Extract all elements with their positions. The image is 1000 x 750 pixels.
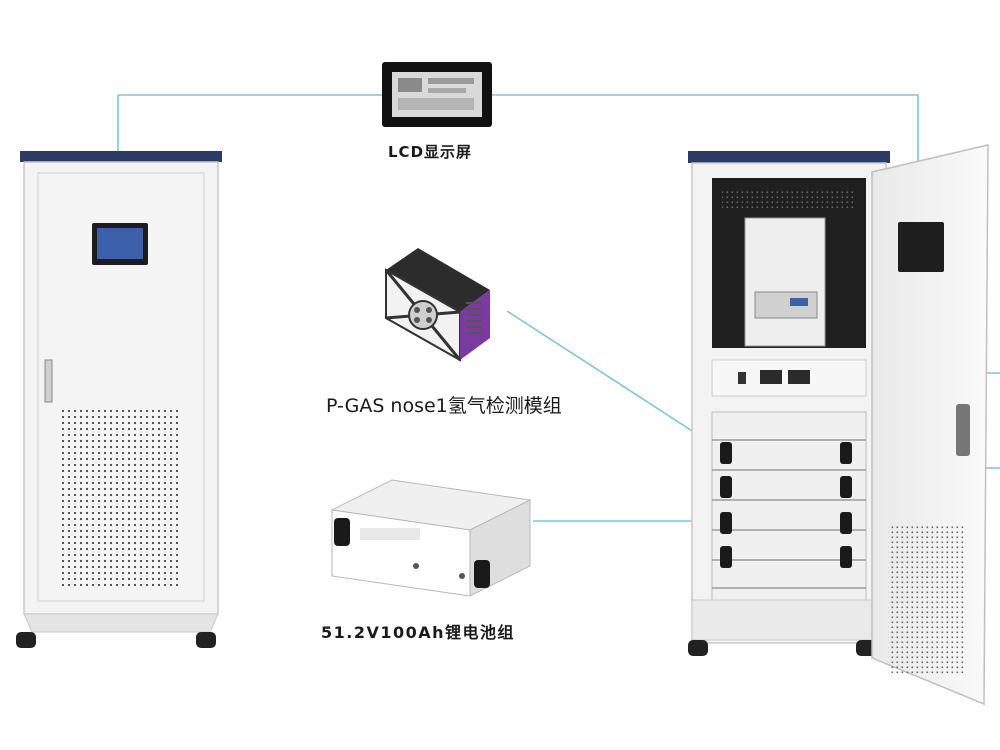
vent-grille-door (888, 526, 966, 676)
battery-handle (334, 518, 350, 546)
gas-module (384, 248, 490, 362)
inverter-unit (744, 217, 826, 347)
door-handle-left (44, 359, 53, 403)
lcd-screen-right (898, 222, 944, 272)
caster-wheel (688, 640, 708, 656)
right-cabinet (688, 144, 989, 706)
gas-module-label: P-GAS nose1氢气检测模组 (326, 395, 562, 417)
panel-meter (760, 370, 782, 384)
caster-wheel (196, 632, 216, 648)
panel-meter (788, 370, 810, 384)
left-cabinet (16, 151, 222, 648)
lcd-display-label: LCD显示屏 (388, 143, 473, 161)
battery-pack (330, 479, 532, 597)
line-gas-module (506, 310, 718, 448)
caster-wheel (16, 632, 36, 648)
battery-pack-label: 51.2V100Ah锂电池组 (321, 623, 516, 642)
door-lock (956, 404, 970, 456)
panel-switch (738, 372, 746, 384)
lcd-display (382, 62, 492, 127)
vent-grille-left-bottom (62, 530, 180, 590)
vent-grille-left-top (62, 408, 180, 526)
caster-wheel (856, 640, 876, 656)
battery-handle (474, 560, 490, 588)
